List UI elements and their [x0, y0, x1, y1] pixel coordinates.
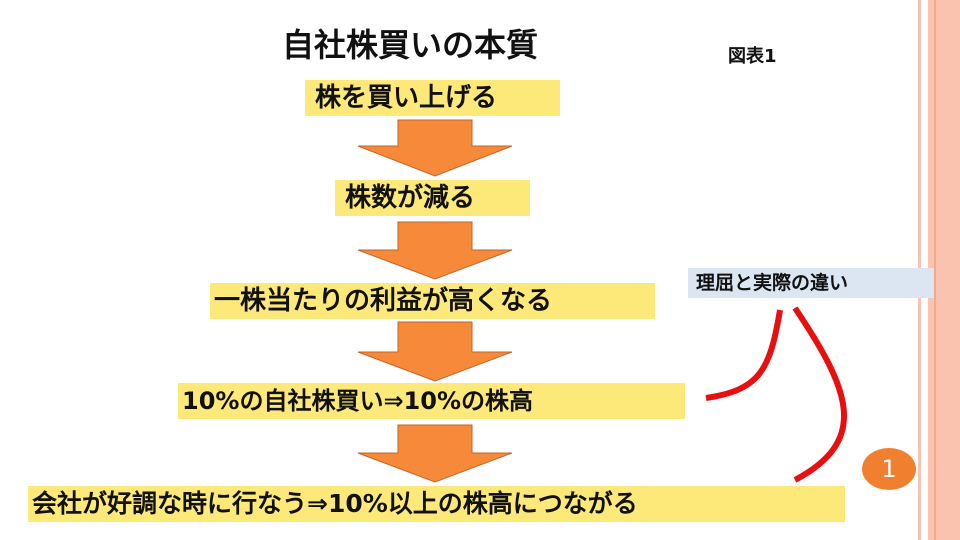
number-badge: 1 — [862, 448, 916, 490]
step-4: 10%の自社株買い⇒10%の株高 — [178, 383, 685, 419]
step-3: 一株当たりの利益が高くなる — [210, 283, 655, 319]
down-arrow-1 — [357, 119, 513, 177]
step-5: 会社が好調な時に行なう⇒10%以上の株高につながる — [28, 486, 845, 522]
down-arrow-4 — [357, 424, 513, 483]
slide-title: 自社株買いの本質 — [282, 26, 539, 64]
down-arrow-2 — [357, 221, 513, 280]
slide-border-line — [934, 0, 936, 540]
figure-label: 図表1 — [728, 46, 777, 67]
step-1: 株を買い上げる — [305, 80, 560, 116]
connector-line-lower — [792, 306, 847, 483]
step-2: 株数が減る — [335, 180, 530, 216]
connector-line-upper — [705, 309, 783, 401]
callout-label: 理屈と実際の違い — [688, 268, 934, 298]
down-arrow-3 — [357, 321, 513, 382]
